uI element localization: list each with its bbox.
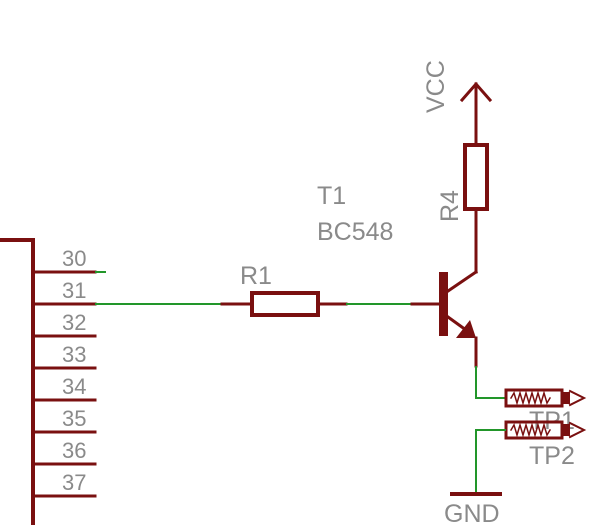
pin-31[interactable]: 31 <box>31 278 97 306</box>
net-tp2-gnd[interactable] <box>475 429 506 494</box>
resistor-r4[interactable]: R4 <box>436 143 489 222</box>
emitter-arrow <box>456 320 476 338</box>
pin-30[interactable]: 30 <box>31 246 106 274</box>
ic-body <box>0 238 35 525</box>
pin-33-label: 33 <box>62 342 86 367</box>
pin-35-label: 35 <box>62 406 86 431</box>
r4-label: R4 <box>436 190 464 222</box>
t1-value: BC548 <box>317 218 393 246</box>
t1-label: T1 <box>317 182 346 210</box>
pin-31-label: 31 <box>62 278 86 303</box>
pin-32-label: 32 <box>62 310 86 335</box>
pin-34[interactable]: 34 <box>31 374 97 402</box>
gnd-label: GND <box>444 500 500 525</box>
tp2-label: TP2 <box>529 442 575 470</box>
r1-label: R1 <box>240 262 272 290</box>
tp1-pad <box>562 392 570 404</box>
tp2-pad <box>562 424 570 436</box>
pin-30-label: 30 <box>62 246 86 271</box>
transistor-t1[interactable]: T1 BC548 <box>317 182 479 338</box>
pin-33[interactable]: 33 <box>31 342 97 370</box>
pin-36[interactable]: 36 <box>31 438 97 466</box>
testpoint-tp2[interactable]: TP2 <box>504 420 587 470</box>
pin-37[interactable]: 37 <box>31 470 97 498</box>
pin-35[interactable]: 35 <box>31 406 97 434</box>
transistor-base-bar <box>439 272 448 336</box>
vcc-supply[interactable]: VCC <box>422 60 493 147</box>
vcc-label: VCC <box>422 60 450 113</box>
pin-32[interactable]: 32 <box>31 310 97 338</box>
gnd-symbol[interactable]: GND <box>444 492 502 525</box>
net-emitter-tp1[interactable] <box>475 366 506 399</box>
resistor-r1[interactable]: R1 <box>220 262 348 317</box>
pin-37-label: 37 <box>62 470 86 495</box>
pin-34-label: 34 <box>62 374 86 399</box>
pin-36-label: 36 <box>62 438 86 463</box>
